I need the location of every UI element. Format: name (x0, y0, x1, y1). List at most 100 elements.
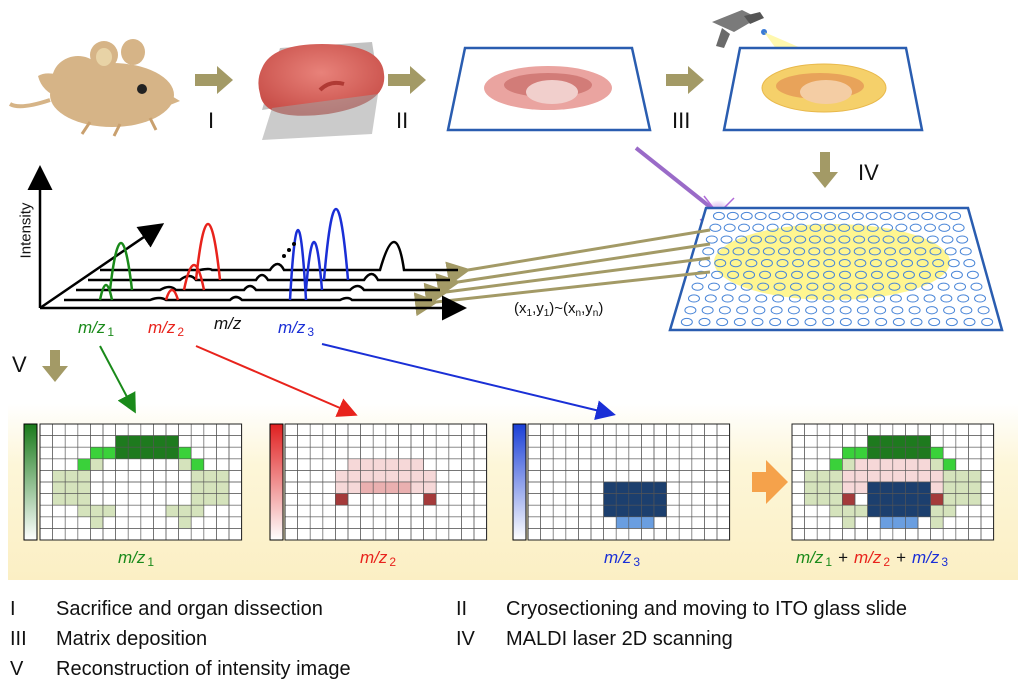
laser-spot (727, 270, 740, 279)
pixel-cell (930, 458, 944, 471)
pixel-cell (335, 493, 349, 506)
pixel-cell (879, 481, 894, 494)
pixel-cell (867, 481, 881, 494)
pixel-cell (77, 493, 91, 506)
laser-spot (974, 294, 987, 303)
pixel-cell (190, 481, 205, 494)
pixel-cell (854, 470, 868, 483)
laser-spot (702, 247, 715, 256)
pixel-cell (115, 435, 129, 448)
intensity-image-overlay (791, 423, 995, 541)
laser-spot (897, 235, 910, 244)
coated-slide-icon (722, 46, 924, 132)
step-arrow-I (195, 66, 233, 94)
laser-spot (893, 211, 906, 221)
laser-spot (791, 270, 804, 279)
laser-spot (777, 247, 790, 256)
laser-spot (687, 294, 700, 303)
laser-spot (854, 259, 867, 268)
pixel-cell (816, 481, 831, 494)
laser-spot (853, 247, 866, 256)
pixel-cell (816, 470, 831, 483)
laser-spot (852, 223, 865, 232)
pixel-cell (892, 481, 906, 494)
laser-spot (684, 306, 697, 315)
laser-spot (934, 270, 947, 279)
laser-spot (780, 223, 793, 232)
spectrum-axes (27, 165, 467, 321)
pixel-cell (127, 435, 142, 448)
pixel-cell (140, 435, 154, 448)
pixel-cell (398, 458, 412, 471)
laser-spot (872, 282, 885, 291)
laser-spot (721, 294, 734, 303)
laser-spot (735, 235, 748, 244)
step-label-V: V (12, 352, 27, 377)
laser-spot (723, 223, 736, 232)
pixel-cell (829, 493, 843, 506)
peak-mz3-back (322, 208, 350, 281)
laser-spot (759, 270, 772, 279)
laser-spot (755, 294, 768, 303)
laser-spot (873, 294, 886, 303)
laser-spot (726, 211, 739, 221)
laser-spot (709, 223, 722, 232)
laser-spot (838, 223, 851, 232)
pixel-cell (385, 458, 399, 471)
pixel-cell (892, 435, 906, 448)
laser-spot (807, 270, 820, 279)
laser-spot (929, 247, 942, 256)
step-arrow-IV (812, 152, 838, 188)
pixel-cell (867, 458, 881, 471)
pixel-cell (203, 481, 217, 494)
laser-spot (881, 223, 894, 232)
laser-spot (795, 223, 808, 232)
laser-spot (856, 306, 869, 315)
pixel-cell (892, 504, 906, 518)
pixel-cell (842, 516, 856, 529)
pixel-cell (955, 470, 969, 483)
pixel-cell (854, 458, 868, 471)
laser-spot (895, 223, 908, 232)
step-arrow-III (666, 66, 704, 94)
pixel-cell (892, 446, 906, 460)
laser-spot (906, 294, 919, 303)
spectrum-trace-4 (100, 240, 458, 272)
laser-spot (824, 211, 837, 221)
laser-spot (950, 270, 963, 279)
laser-spot (963, 259, 976, 268)
laser-spot (956, 235, 969, 244)
pixel-cell (930, 504, 944, 518)
pixel-cell (942, 470, 957, 483)
pixel-cell (968, 481, 982, 494)
laser-spot (921, 211, 934, 221)
laser-spot (857, 317, 870, 327)
pixel-cell (90, 504, 104, 518)
laser-spot (875, 317, 888, 327)
pixel-cell (398, 481, 412, 494)
intensity-image-mz2 (284, 423, 488, 541)
pixel-cell (190, 470, 205, 483)
pixel-cell (423, 493, 437, 506)
laser-spot (838, 247, 851, 256)
pixel-cell (968, 470, 982, 483)
pixel-cell (829, 458, 843, 471)
laser-spot (717, 247, 730, 256)
step-label-I: I (208, 108, 215, 133)
pixel-cell (603, 493, 617, 506)
laser-spot (907, 211, 920, 221)
laser-spot (753, 306, 766, 315)
pixel-cell (917, 493, 931, 506)
pixel-cell (854, 481, 868, 494)
mz-to-image-arrows (99, 343, 616, 420)
laser-spot (981, 317, 994, 327)
laser-spot (809, 223, 822, 232)
laser-spot (935, 211, 948, 221)
pixel-cell (905, 504, 919, 518)
pixel-cell (879, 504, 894, 518)
laser-spot (769, 317, 782, 327)
